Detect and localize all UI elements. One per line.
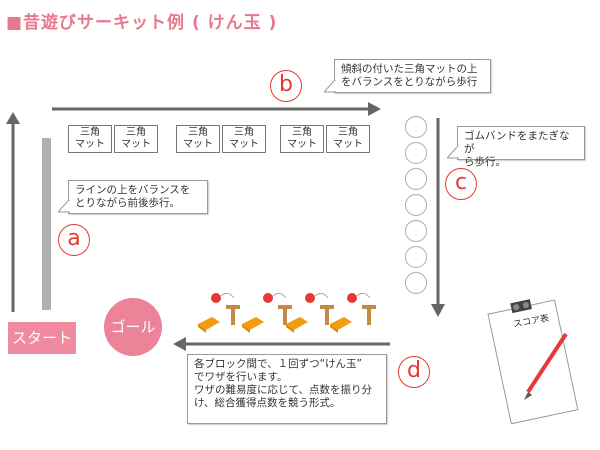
- block-icon: [330, 317, 352, 333]
- callout-tail: [324, 80, 336, 93]
- block-icon: [242, 317, 264, 333]
- rubber-band-ring: [405, 116, 427, 138]
- kendama-icon: [211, 293, 240, 325]
- callout-tail: [447, 146, 459, 159]
- kendama-icon: [263, 293, 292, 325]
- triangle-mat: 三角マット: [280, 125, 324, 153]
- callout-b: 傾斜の付いた三角マットの上をバランスをとりながら歩行: [334, 59, 491, 93]
- arrow-right-icon: [52, 102, 381, 116]
- page-title: ■昔遊びサーキット例 ( けん玉 ): [6, 13, 278, 33]
- triangle-mat: 三角マット: [68, 125, 112, 153]
- callout-c: ゴムバンドをまたぎながら歩行。: [457, 126, 585, 168]
- marker-c: c: [445, 168, 477, 200]
- callout-d: 各ブロック間で、１回ずつ“けん玉” でワザを行います。 ワザの難易度に応じて、点…: [187, 354, 387, 424]
- arrow-down-icon: [431, 118, 445, 317]
- triangle-mat: 三角マット: [176, 125, 220, 153]
- arrow-up-icon: [6, 112, 20, 312]
- block-icon: [198, 317, 220, 333]
- callout-tail: [58, 200, 70, 213]
- rubber-band-ring: [405, 194, 427, 216]
- block-icon: [286, 317, 308, 333]
- goal-label: ゴール: [104, 298, 162, 356]
- callout-a: ラインの上をバランスをとりながら前後歩行。: [68, 180, 208, 214]
- rubber-band-ring: [405, 246, 427, 268]
- triangle-mat: 三角マット: [222, 125, 266, 153]
- balance-line: [42, 138, 51, 310]
- triangle-mat: 三角マット: [326, 125, 370, 153]
- clipboard-icon: [487, 299, 579, 425]
- kendama-stations: [198, 293, 376, 333]
- pencil-icon: [524, 332, 568, 400]
- rubber-band-ring: [405, 272, 427, 294]
- rubber-band-ring: [405, 142, 427, 164]
- marker-b: b: [270, 70, 302, 102]
- marker-a: a: [58, 224, 90, 256]
- triangle-mat: 三角マット: [114, 125, 158, 153]
- kendama-icon: [347, 293, 376, 325]
- start-label: スタート: [8, 322, 76, 354]
- arrow-left-icon: [173, 337, 390, 351]
- marker-d: d: [398, 356, 430, 388]
- kendama-icon: [305, 293, 334, 325]
- rubber-band-ring: [405, 220, 427, 242]
- rubber-band-ring: [405, 168, 427, 190]
